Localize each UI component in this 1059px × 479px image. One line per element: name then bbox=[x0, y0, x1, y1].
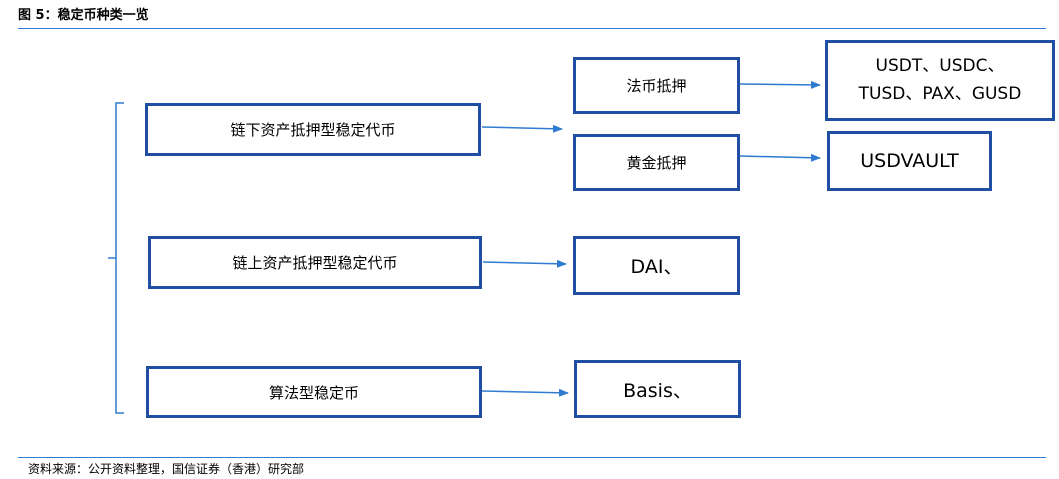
bottom-rule bbox=[18, 457, 1046, 458]
example-text: DAI、 bbox=[630, 256, 683, 278]
arrow-offchain-to-subtypes bbox=[481, 124, 563, 133]
subtype-label: 黄金抵押 bbox=[626, 154, 687, 172]
category-onchain-collateral: 链上资产抵押型稳定代币 bbox=[148, 236, 482, 289]
category-bracket bbox=[108, 102, 124, 414]
category-label: 算法型稳定币 bbox=[268, 383, 359, 402]
arrow-gold-to-example bbox=[739, 153, 821, 162]
example-algorithmic: Basis、 bbox=[574, 360, 741, 418]
top-rule bbox=[18, 28, 1046, 29]
figure-title: 图 5：稳定币种类一览 bbox=[18, 8, 149, 23]
subtype-label: 法币抵押 bbox=[626, 77, 687, 95]
subtype-fiat-collateral: 法币抵押 bbox=[573, 57, 740, 114]
category-label: 链上资产抵押型稳定代币 bbox=[232, 254, 398, 272]
category-algorithmic: 算法型稳定币 bbox=[146, 366, 482, 418]
example-text: USDT、USDC、 bbox=[875, 56, 1005, 77]
example-onchain: DAI、 bbox=[573, 236, 740, 295]
category-offchain-collateral: 链下资产抵押型稳定代币 bbox=[145, 103, 481, 156]
example-text: USDVAULT bbox=[860, 150, 959, 172]
example-gold: USDVAULT bbox=[827, 131, 992, 191]
arrow-onchain-to-example bbox=[482, 259, 567, 268]
example-text: TUSD、PAX、GUSD bbox=[858, 83, 1022, 104]
arrow-fiat-to-examples bbox=[739, 80, 821, 89]
subtype-gold-collateral: 黄金抵押 bbox=[573, 134, 740, 191]
example-text: Basis、 bbox=[623, 379, 692, 402]
arrow-algorithmic-to-example bbox=[481, 388, 569, 397]
examples-fiat: USDT、USDC、 TUSD、PAX、GUSD bbox=[825, 40, 1055, 121]
source-note: 资料来源：公开资料整理，国信证券（香港）研究部 bbox=[28, 462, 305, 476]
category-label: 链下资产抵押型稳定代币 bbox=[230, 121, 396, 139]
